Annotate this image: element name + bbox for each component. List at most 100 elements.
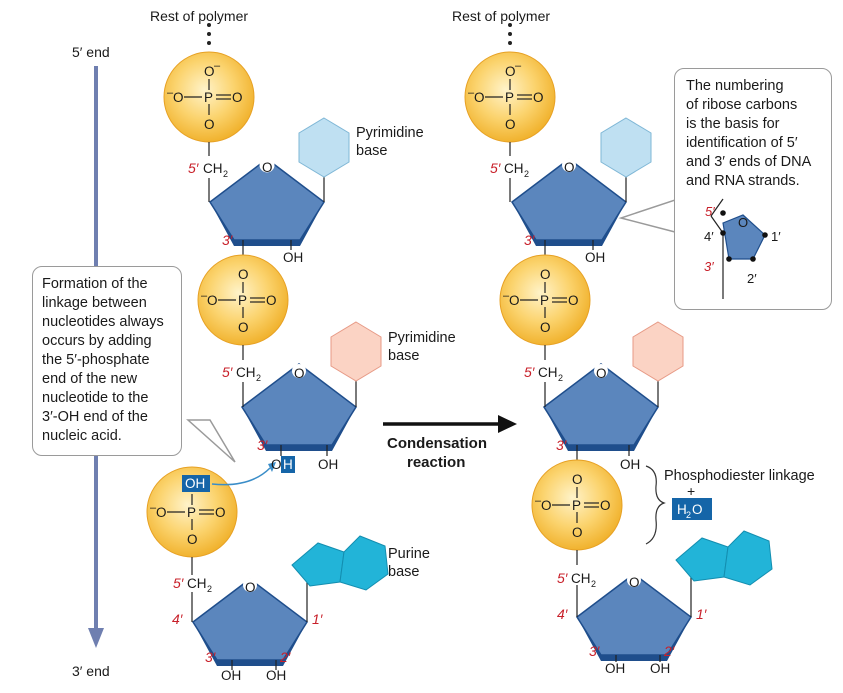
oh-3prime-s3: OH	[221, 668, 241, 683]
three-prime-end-label: 3′ end	[72, 663, 110, 679]
plus-sign: +	[687, 483, 695, 499]
label-5prime-r3: 5′	[557, 570, 569, 586]
label-5prime-r2: 5′	[524, 364, 536, 380]
mini-ribose-diagram: 5′ 4′ 3′ 1′ 2′ O	[704, 198, 781, 299]
callout-right-line: of ribose carbons	[686, 97, 798, 113]
ch2-s1: CH	[203, 161, 223, 176]
purine-base-r-hexagon	[723, 530, 773, 586]
three-prime-oh-highlight	[281, 456, 295, 473]
ch2-s3: CH	[187, 576, 207, 591]
ch2-sub-s2: 2	[256, 373, 261, 383]
ch2-sub-r2: 2	[558, 373, 563, 383]
phosphate-right-oxygen: O	[215, 505, 226, 520]
oh-r1: OH	[585, 250, 605, 265]
rest-of-polymer-right: Rest of polymer	[452, 8, 550, 24]
pyrimidine-label-2b: base	[388, 348, 419, 364]
purine-label-b: base	[388, 564, 419, 580]
reaction-label: reaction	[407, 454, 465, 471]
continuation-dots-left	[207, 23, 211, 45]
water-h: H	[677, 502, 687, 517]
oh-s1: OH	[283, 250, 303, 265]
condensation-label: Condensation	[387, 435, 487, 452]
oh-2prime-s3: OH	[266, 668, 286, 683]
phosphate-phosphorus: P	[238, 293, 247, 308]
phosphate-left-charge: –	[150, 502, 157, 514]
phosphate-left-oxygen: O	[156, 505, 167, 520]
label-3prime-r1: 3′	[524, 232, 536, 248]
phosphate-right-oxygen: O	[600, 498, 611, 513]
ch2-sub-s1: 2	[223, 169, 228, 179]
phosphate-left-charge: –	[503, 290, 510, 302]
phosphate-top-charge: –	[515, 60, 522, 72]
label-5prime-s2: 5′	[222, 364, 234, 380]
phosphate-phosphorus: P	[505, 90, 514, 105]
label-1prime-s3: 1′	[312, 611, 324, 627]
ch2-sub-r3: 2	[591, 579, 596, 589]
oh-r2: OH	[620, 457, 640, 472]
label-5prime-s3: 5′	[173, 575, 185, 591]
phosphate-left-oxygen: O	[541, 498, 552, 513]
direction-arrow-head	[88, 628, 104, 648]
callout-left-line: nucleic acid.	[42, 428, 122, 444]
phosphate-left-charge: –	[167, 87, 174, 99]
purine-base-hexagon	[339, 535, 389, 591]
callout-right-line: identification of 5′	[686, 135, 798, 151]
label-2prime-r3: 2′	[663, 643, 676, 659]
callout-right-line: and RNA strands.	[686, 173, 800, 189]
pyrimidine-base-r2	[632, 321, 684, 382]
phosphate-phosphorus: P	[540, 293, 549, 308]
ch2-sub-s3: 2	[207, 584, 212, 594]
callout-right-line: and 3′ ends of DNA	[686, 154, 812, 170]
callout-left-line: nucleotide to the	[42, 390, 149, 406]
callout-right-line: is the basis for	[686, 116, 780, 132]
label-5prime-s1: 5′	[188, 160, 200, 176]
phosphate-bottom-oxygen: O	[187, 532, 198, 547]
purine-base-r-pentagon	[675, 537, 729, 582]
oh-2prime-r3: OH	[650, 661, 670, 676]
label-4prime-r3: 4′	[557, 606, 569, 622]
phosphate-right-oxygen: O	[266, 293, 277, 308]
water-sub: 2	[686, 510, 691, 520]
label-1prime-r3: 1′	[696, 606, 708, 622]
callout-left-pointer	[186, 419, 236, 463]
ch2-r1: CH	[504, 161, 524, 176]
phosphate-left-charge: –	[201, 290, 208, 302]
phosphate-bottom-oxygen: O	[540, 320, 551, 335]
rest-of-polymer-left: Rest of polymer	[150, 8, 248, 24]
phosphodiester-label: Phosphodiester linkage	[664, 468, 815, 484]
callout-left-line: 3′-OH end of the	[42, 409, 148, 425]
phosphate-left-charge: –	[535, 495, 542, 507]
water-o: O	[692, 502, 703, 517]
callout-left-line: end of the new	[42, 371, 138, 387]
incoming-oh: OH	[185, 476, 205, 491]
phosphate-right-oxygen: O	[232, 90, 243, 105]
phosphodiester-bracket	[645, 465, 666, 545]
phosphate-left-oxygen: O	[509, 293, 520, 308]
label-3prime-s1: 3′	[222, 232, 234, 248]
callout-right-line: The numbering	[686, 78, 784, 94]
phosphate-phosphorus: P	[204, 90, 213, 105]
purine-label: Purine	[388, 546, 430, 562]
phosphate-left-oxygen: O	[173, 90, 184, 105]
callout-left-line: Formation of the	[42, 276, 148, 292]
water-highlight	[672, 498, 712, 520]
label-5prime-r1: 5′	[490, 160, 502, 176]
ring-o-s1: O	[262, 160, 273, 175]
phosphate-left-oxygen: O	[474, 90, 485, 105]
mini-5prime: 5′	[705, 204, 715, 219]
callout-left-line: nucleotides always	[42, 314, 164, 330]
mini-1prime: 1′	[771, 229, 781, 244]
three-prime-oh-h: H	[283, 457, 293, 472]
pyrimidine-base-1	[298, 117, 350, 178]
label-3prime-s2: 3′	[257, 437, 269, 453]
phosphate-bottom-oxygen: O	[238, 320, 249, 335]
ring-o-s2: O	[294, 366, 305, 381]
callout-left-line: the 5′-phosphate	[42, 352, 150, 368]
ring-o-r1: O	[564, 160, 575, 175]
ch2-s2: CH	[236, 365, 256, 380]
pyrimidine-label-2: Pyrimidine	[388, 330, 456, 346]
ring-o-r2: O	[596, 366, 607, 381]
phosphate-top-oxygen: O	[572, 472, 583, 487]
mini-4prime: 4′	[704, 229, 714, 244]
